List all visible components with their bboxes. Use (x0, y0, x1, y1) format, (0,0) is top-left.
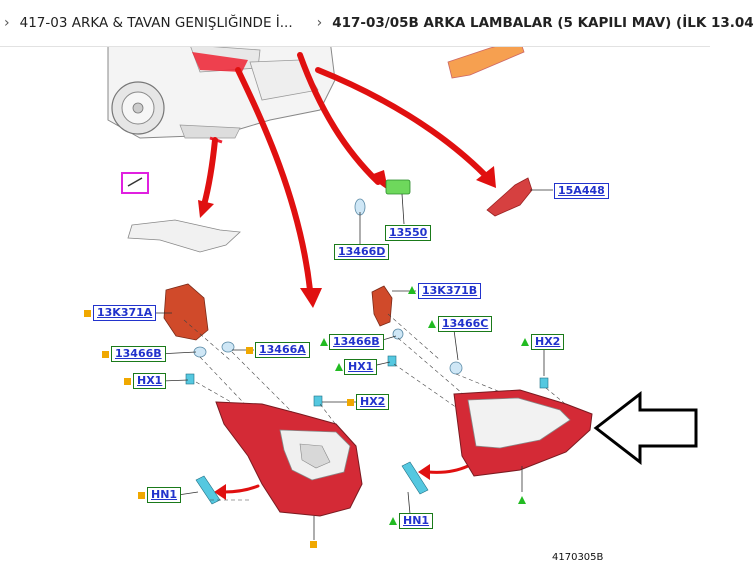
exploded-parts-diagram (107, 39, 698, 540)
tab-arka-lambalar[interactable]: › 417-03/05B ARKA LAMBALAR (5 KAPILI MAV… (313, 15, 754, 31)
square-marker (124, 378, 131, 385)
red-pointer-arrows (201, 52, 488, 494)
callout-13466B-left[interactable]: 13466B (111, 346, 166, 362)
square-marker (246, 347, 253, 354)
callout-HX2-right[interactable]: HX2 (531, 334, 565, 350)
bulbs (193, 328, 463, 375)
callout-13550[interactable]: 13550 (385, 225, 432, 241)
left-lower-bracket-part (127, 219, 241, 253)
triangle-marker (518, 496, 526, 504)
callout-13466A[interactable]: 13466A (255, 342, 310, 358)
tab-label: 417-03 ARKA & TAVAN GENIŞLIĞINDE İ... (19, 15, 293, 31)
right-tail-lamp (453, 389, 593, 477)
callout-13K371A[interactable]: 13K371A (93, 305, 157, 321)
square-marker (138, 492, 145, 499)
callout-HN1-left[interactable]: HN1 (147, 487, 182, 503)
outline-pointer-arrow (593, 390, 698, 466)
chevron-right-icon: › (4, 15, 10, 31)
vehicle-rear-illustration (107, 39, 336, 144)
square-marker (347, 399, 354, 406)
callout-15A448[interactable]: 15A448 (554, 183, 609, 199)
triangle-marker (389, 517, 397, 525)
triangle-marker (320, 338, 328, 346)
lamp-holder-13K371A (163, 283, 209, 341)
callout-HN1-right[interactable]: HN1 (399, 513, 434, 529)
callout-leaders (148, 189, 553, 540)
callout-13466B-right[interactable]: 13466B (329, 334, 384, 350)
callout-HX1-left[interactable]: HX1 (133, 373, 167, 389)
triangle-marker (521, 338, 529, 346)
chevron-right-icon: › (316, 15, 323, 31)
triangle-marker (335, 363, 343, 371)
callout-13466D[interactable]: 13466D (334, 244, 390, 260)
triangle-marker (428, 320, 436, 328)
square-marker (84, 310, 91, 317)
square-marker (102, 351, 109, 358)
square-marker (310, 541, 317, 548)
callout-HX2-left[interactable]: HX2 (356, 394, 390, 410)
figure-id: 4170305B (552, 552, 604, 563)
callout-13K371B[interactable]: 13K371B (418, 283, 482, 299)
triangle-marker (408, 286, 416, 294)
clip-13550-part (385, 179, 411, 195)
reference-icon[interactable] (121, 172, 149, 194)
breadcrumb-tabbar: › 417-03 ARKA & TAVAN GENIŞLIĞINDE İ... … (0, 0, 754, 47)
tab-label: 417-03/05B ARKA LAMBALAR (5 KAPILI MAV) … (332, 15, 754, 31)
left-tail-lamp (215, 401, 363, 517)
red-arrowheads (198, 166, 496, 500)
lamp-holder-13K371B (371, 285, 393, 327)
top-right-bracket-part (447, 39, 525, 79)
screws (185, 355, 549, 505)
callout-13466C[interactable]: 13466C (438, 316, 493, 332)
tab-arka-tavan[interactable]: › 417-03 ARKA & TAVAN GENIŞLIĞINDE İ... (0, 15, 293, 31)
callout-HX1-right[interactable]: HX1 (344, 359, 378, 375)
